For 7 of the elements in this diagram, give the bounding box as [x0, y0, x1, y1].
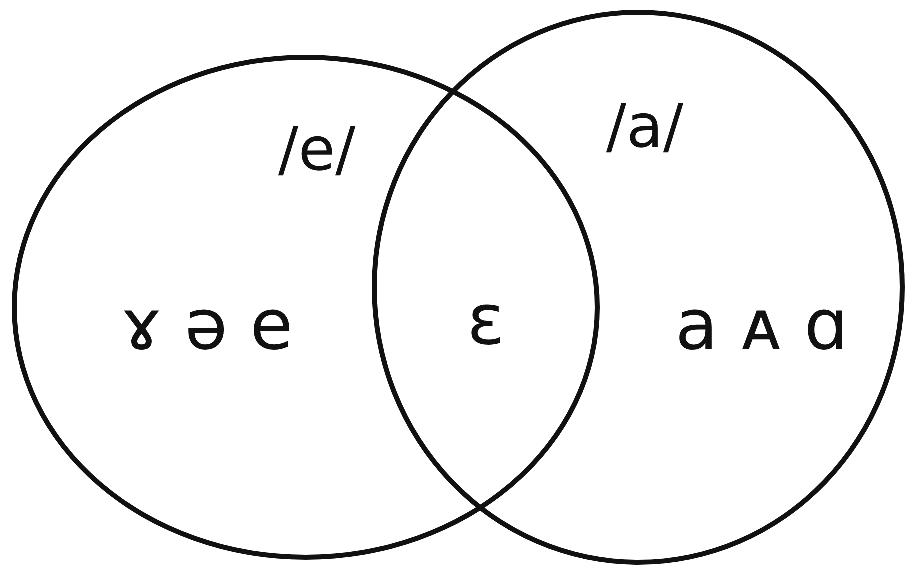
vowel-symbol: ɛ	[467, 285, 505, 355]
phoneme-label: /a/	[606, 97, 684, 157]
venn-circle	[372, 10, 905, 565]
vowel-symbols: a ᴀ ɑ	[675, 290, 849, 360]
vowel-symbols: ɤ ə e	[120, 290, 294, 360]
phoneme-label: /e/	[278, 120, 356, 180]
venn-circle	[12, 55, 600, 560]
